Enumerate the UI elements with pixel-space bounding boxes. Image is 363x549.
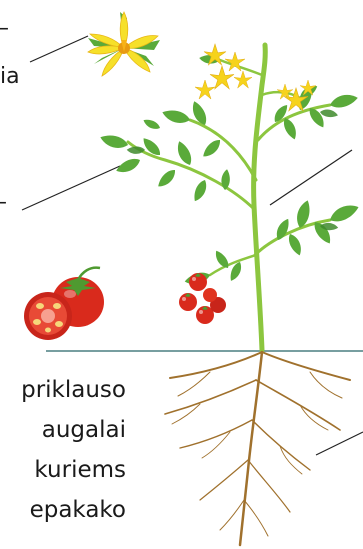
flower-cluster bbox=[195, 44, 316, 111]
paragraph-line: augalai bbox=[21, 410, 126, 450]
flower-illustration bbox=[88, 12, 160, 76]
leader-line-flower bbox=[30, 36, 88, 62]
stem bbox=[128, 45, 330, 350]
tomato-fruit-illustration bbox=[24, 268, 104, 340]
leader-line-root bbox=[316, 432, 363, 455]
leaf-label-fragment: – bbox=[0, 192, 7, 214]
leader-line-stem bbox=[270, 150, 352, 205]
paragraph-line: kuriems bbox=[21, 450, 126, 490]
paragraph-line: priklauso bbox=[21, 370, 126, 410]
flower-label-fragment: – bbox=[0, 18, 9, 40]
leader-line-leaf bbox=[22, 166, 120, 210]
paragraph: priklauso augalai kuriems epakako bbox=[21, 370, 126, 530]
flower-label-fragment-2: ia bbox=[0, 66, 20, 88]
paragraph-line: epakako bbox=[21, 490, 126, 530]
roots bbox=[165, 352, 350, 545]
